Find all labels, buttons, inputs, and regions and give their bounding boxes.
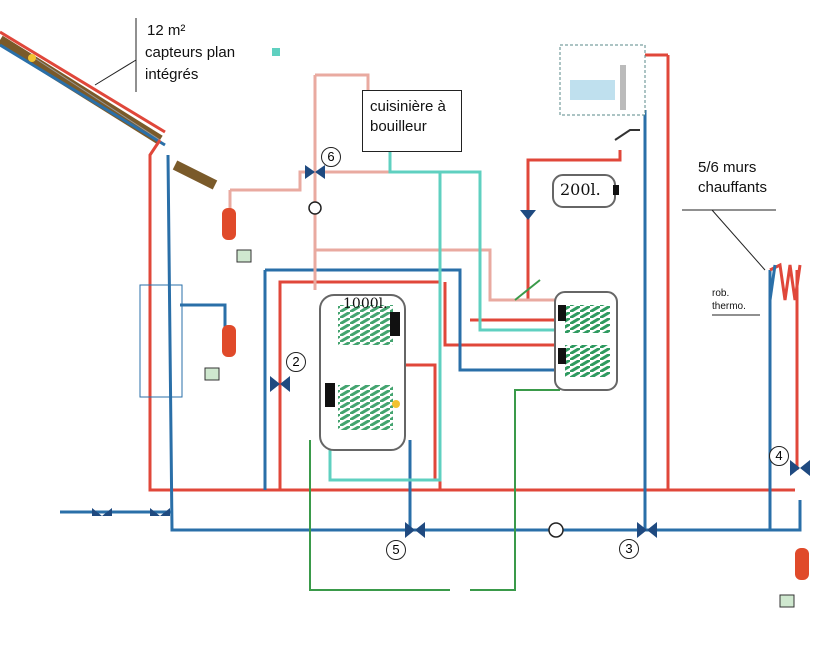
valve-icon <box>150 508 170 516</box>
pump-group <box>139 284 183 398</box>
stove-label: cuisinière à bouilleur <box>370 98 446 135</box>
solar-collector <box>0 30 218 190</box>
three-way-valve-icon <box>790 460 810 476</box>
stove-box <box>362 90 462 152</box>
cyan-pipes <box>328 150 560 482</box>
water-heater-200 <box>552 174 619 208</box>
valve-icon <box>92 508 112 516</box>
tank-200-label: 200l. <box>560 180 601 199</box>
annotation-lines <box>94 18 776 316</box>
valves <box>92 165 810 538</box>
hot-pipes <box>148 53 799 492</box>
collector-area-label: 12 m² <box>147 22 186 39</box>
circulator-pump-icon <box>548 522 564 538</box>
thermo-valve-label: rob. thermo. <box>712 288 746 312</box>
expansion-vessels <box>222 208 809 580</box>
cold-pipes <box>60 110 802 532</box>
marker-4: 4 <box>769 446 789 466</box>
three-way-valve-icon <box>305 165 325 179</box>
drain-cups <box>204 249 795 608</box>
valve-icon <box>520 210 536 220</box>
sensor-icon <box>28 54 36 62</box>
three-way-valve-icon <box>637 522 657 538</box>
three-way-valve-icon <box>270 376 290 392</box>
three-way-valve-icon <box>405 522 425 538</box>
marker-6: 6 <box>321 147 341 167</box>
collector-legend-swatch <box>272 48 280 56</box>
heating-walls-label: 5/6 murs chauffants <box>698 159 767 196</box>
marker-2: 2 <box>286 352 306 372</box>
pumps <box>308 201 564 538</box>
bathroom-icon <box>559 44 646 141</box>
storage-tank-secondary <box>554 291 618 391</box>
green-pipes <box>309 279 560 591</box>
collector-type-label: capteurs plan intégrés <box>145 44 236 83</box>
storage-tank-1000 <box>319 294 406 451</box>
tank-1000-label: 1000l. <box>343 296 388 312</box>
marker-5: 5 <box>386 540 406 560</box>
tap-icon <box>614 129 640 141</box>
heating-wall <box>768 262 802 301</box>
stove-pipes <box>228 73 560 302</box>
marker-3: 3 <box>619 539 639 559</box>
